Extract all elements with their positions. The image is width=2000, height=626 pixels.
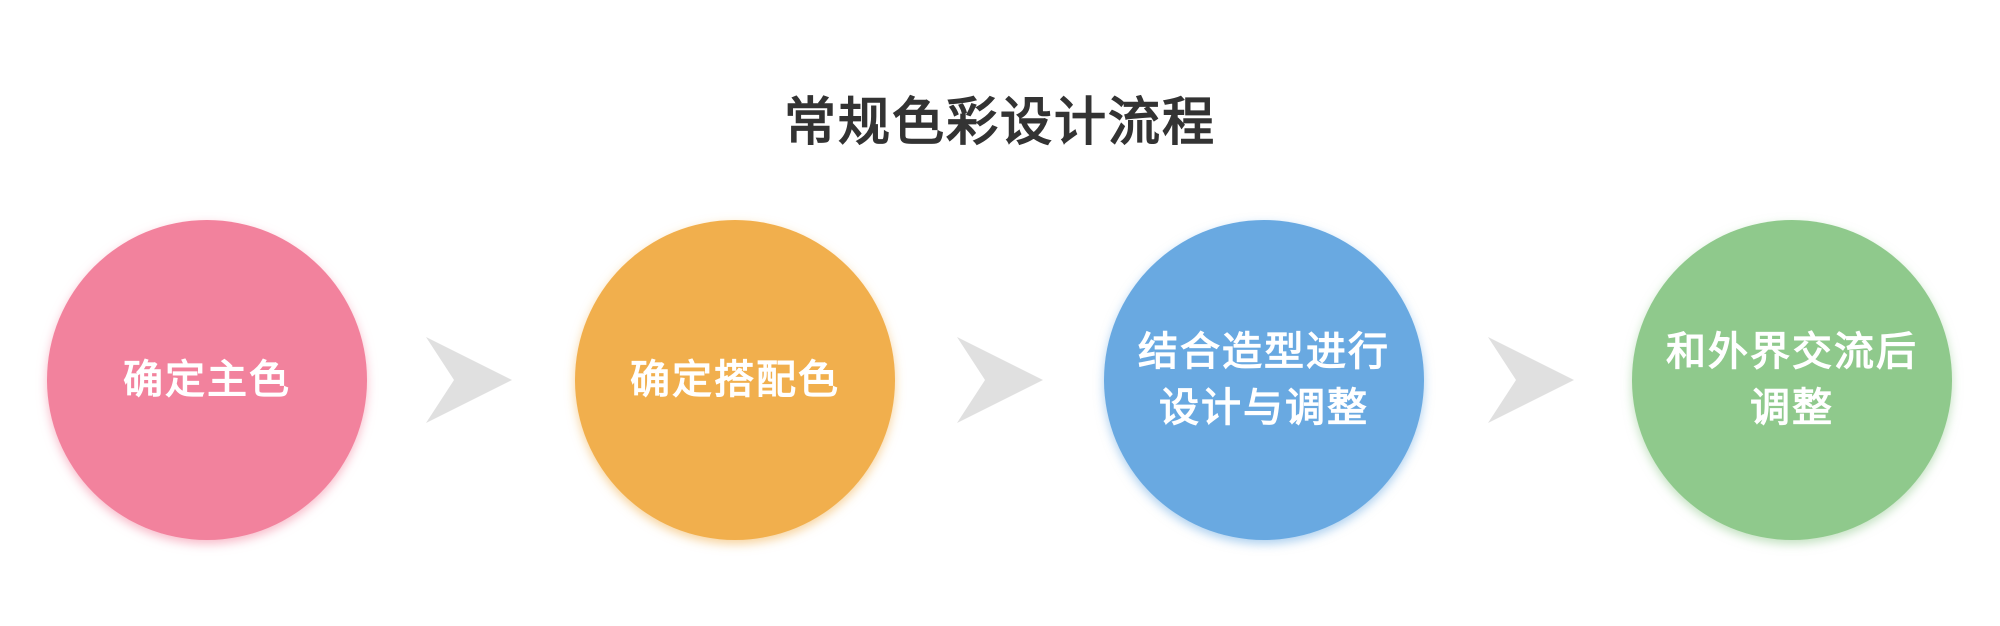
step-label-line: 和外界交流后: [1666, 329, 1918, 375]
step-communicate-and-adjust: 和外界交流后 调整: [1632, 220, 1952, 540]
step-determine-accent-color: 确定搭配色: [575, 220, 895, 540]
arrow-right-icon: [957, 337, 1043, 423]
step-label-line: 调整: [1750, 385, 1834, 431]
arrow-right-icon: [1488, 337, 1574, 423]
step-label-line: 设计与调整: [1159, 385, 1369, 431]
step-label-line: 结合造型进行: [1138, 329, 1390, 375]
diagram-title: 常规色彩设计流程: [783, 93, 1216, 153]
step-determine-main-color: 确定主色: [47, 220, 367, 540]
step-label-line: 确定主色: [123, 357, 291, 403]
step-design-and-adjust: 结合造型进行 设计与调整: [1104, 220, 1424, 540]
arrow-right-icon: [426, 337, 512, 423]
step-label-line: 确定搭配色: [630, 357, 840, 403]
